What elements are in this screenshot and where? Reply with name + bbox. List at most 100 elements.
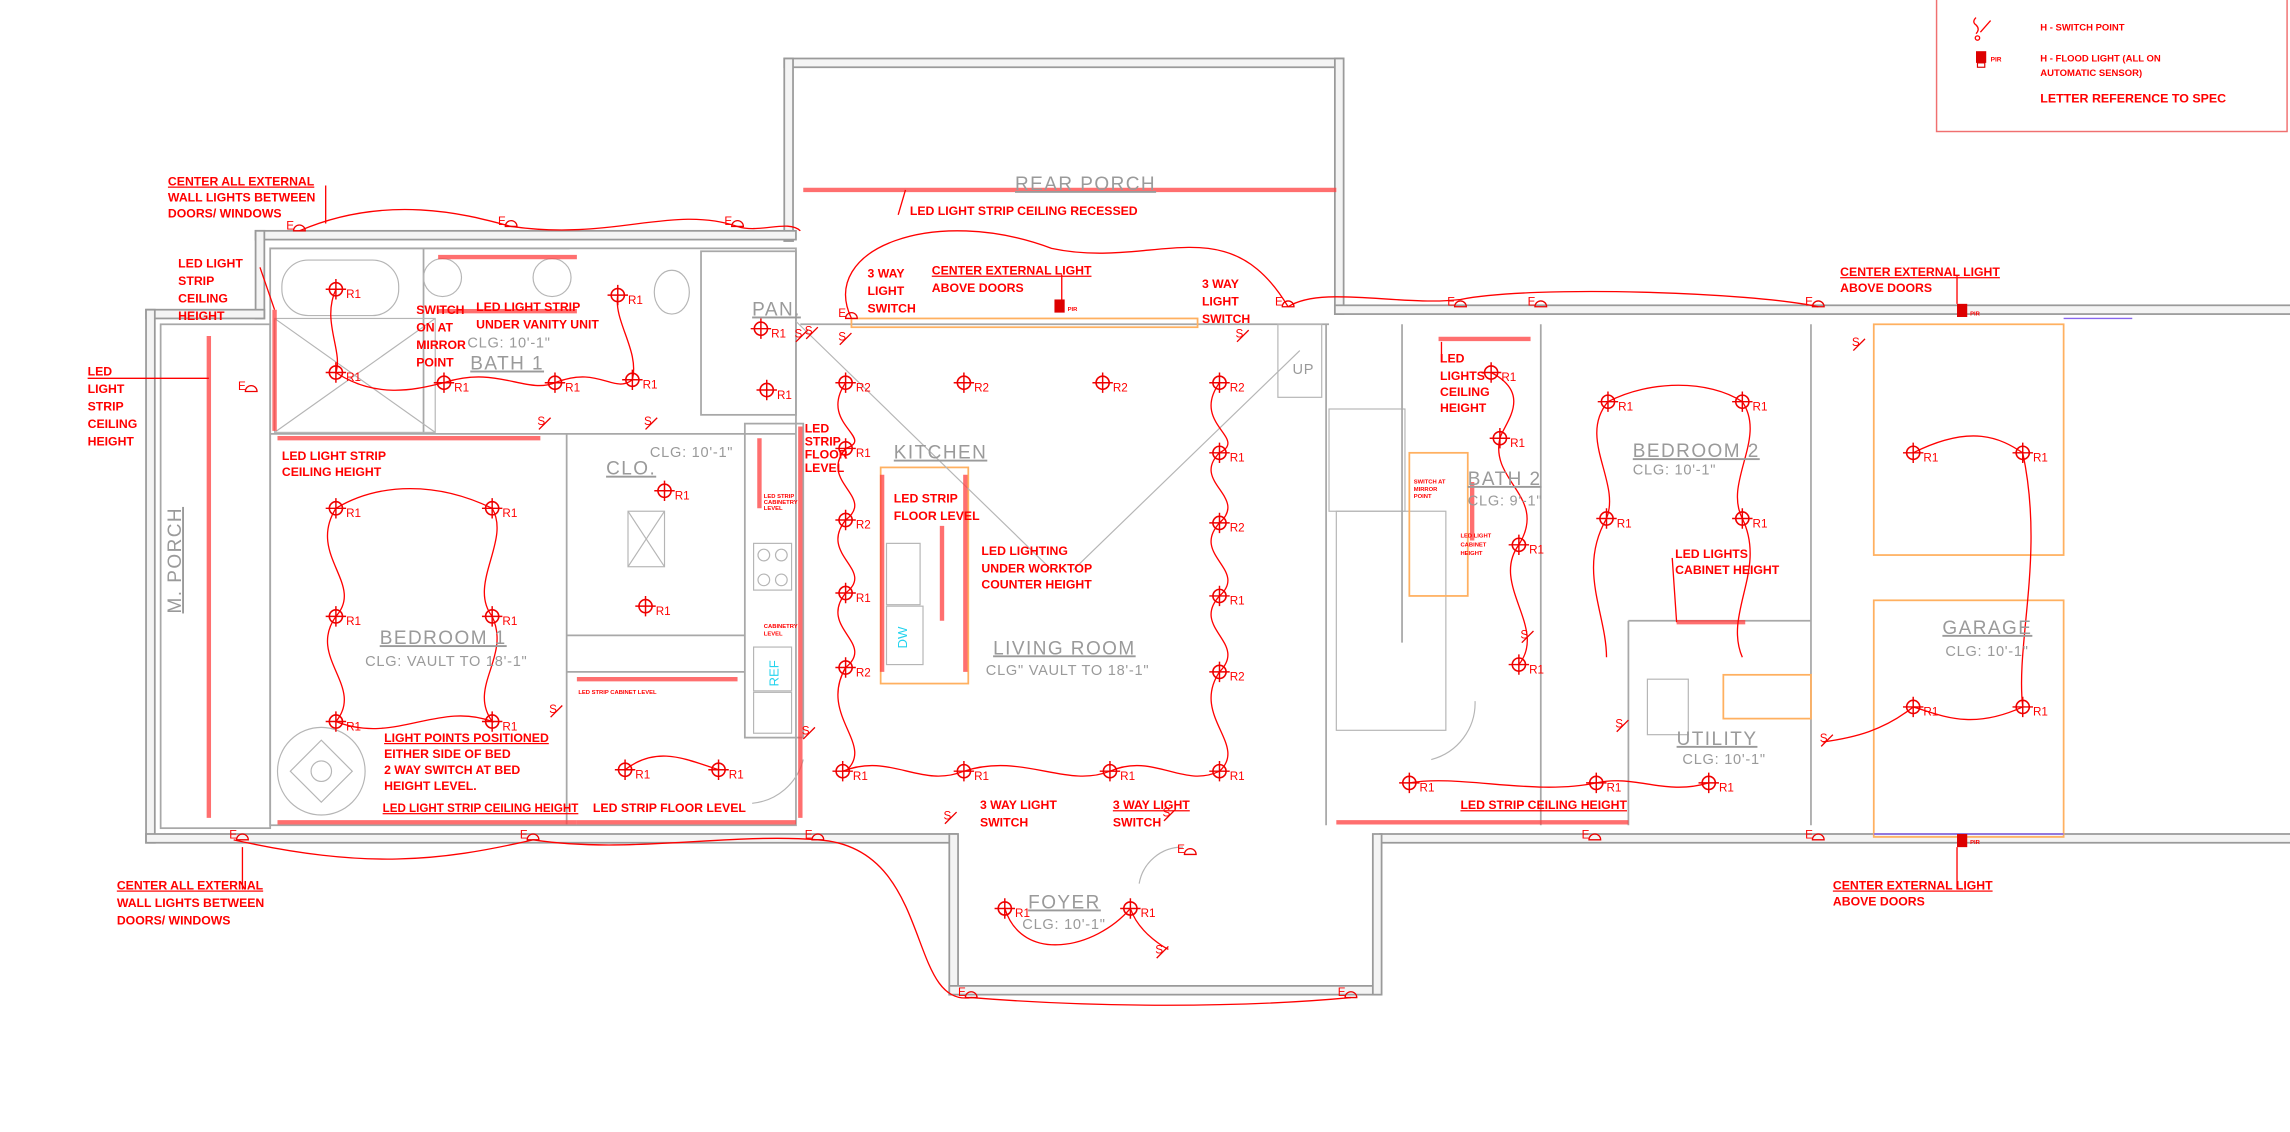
fixture-label: S (537, 415, 545, 428)
wall-light-icon (964, 991, 978, 999)
note-line: LIGHT POINTS POSITIONED (384, 731, 549, 745)
note-line: LED LIGHTS (1675, 547, 1748, 561)
switch-icon (1820, 734, 1834, 747)
switch-point: S (1155, 944, 1169, 959)
crosshair-icon (1120, 898, 1141, 919)
ceiling-light-r1: R1 (1597, 391, 1633, 413)
note-center-external-top: CENTER ALL EXTERNAL WALL LIGHTS BETWEEN … (168, 175, 316, 221)
note-line: WALL LIGHTS BETWEEN (117, 896, 265, 910)
ceiling-light-r1: R1 (622, 369, 658, 392)
legend-flood-light-1: H - FLOOD LIGHT (ALL ON (2040, 53, 2161, 64)
fixture-label: E (286, 219, 294, 232)
fixture-label: E (1447, 295, 1455, 308)
crosshair-icon (2012, 442, 2033, 464)
bedroom2-ceiling: CLG: 10'-1" (1633, 463, 1716, 479)
note-line: POINT (416, 356, 454, 370)
crosshair-icon (953, 760, 975, 782)
fixture-label: R1 (346, 288, 361, 301)
note-cabinet-level-small: LED STRIP CABINET LEVEL (578, 690, 657, 696)
ceiling-light-r1: R1 (481, 498, 517, 520)
ceiling-light-r1: R1 (325, 362, 361, 384)
note-line: UNDER WORKTOP (981, 562, 1092, 576)
bath1-ceiling: CLG: 10'-1" (467, 336, 550, 352)
switch-point: S (1852, 336, 1866, 352)
crosshair-icon (614, 759, 636, 780)
crosshair-icon (1480, 362, 1502, 383)
ceiling-light-r1: R1 (481, 606, 517, 628)
note-three-way-right: 3 WAY LIGHT SWITCH (1202, 277, 1250, 326)
crosshair-icon (1209, 661, 1230, 683)
note-cabinetry-strip: LED STRIP CABINETRY LEVEL CABINETRY LEVE… (764, 494, 798, 637)
note-center-above-doors-garage-bottom: CENTER EXTERNAL LIGHT ABOVE DOORS (1833, 878, 1993, 908)
ceiling-light-r2: R2 (835, 657, 871, 679)
fixture-label: S (1820, 732, 1828, 745)
ceiling-light-r1: R1 (544, 372, 580, 394)
switch-point: S (549, 703, 563, 718)
fixture-label: E (1177, 843, 1185, 856)
fixture-label: R2 (1113, 381, 1128, 394)
fixture-label: S (1236, 327, 1244, 340)
fixture-label: R1 (675, 490, 690, 503)
note-line: 3 WAY LIGHT (1113, 798, 1190, 812)
note-switch-mirror: SWITCH ON AT MIRROR POINT (416, 303, 466, 370)
interior-walls (159, 247, 2133, 884)
fixture-label: E (805, 828, 813, 841)
note-line: CABINET HEIGHT (1675, 563, 1780, 577)
switch-point: S (838, 330, 852, 346)
switch-icon (645, 417, 658, 430)
room-living: LIVING ROOM (993, 638, 1136, 659)
fixture-label: R1 (2033, 706, 2048, 719)
fixture-label: S (805, 325, 813, 338)
bedroom1-ceiling: CLG: VAULT TO 18'-1" (365, 654, 527, 670)
wall-light-icon (1534, 300, 1548, 308)
note-line: 2 WAY SWITCH AT BED (384, 763, 520, 777)
refrigerator-label: REF (766, 660, 781, 686)
note-line: HEIGHT (178, 309, 225, 323)
switch-icon (805, 326, 819, 340)
note-line: POINT (1414, 494, 1432, 500)
switch-icon (1521, 630, 1534, 644)
wall-light-icon (1344, 991, 1358, 999)
fixture-label: R1 (729, 768, 744, 781)
note-line: LED STRIP (764, 494, 795, 500)
flood-light-icon: PIR (1054, 299, 1078, 313)
switch-point: S (1163, 806, 1177, 822)
wall-light-icon (811, 833, 825, 841)
note-center-above-doors-rear: CENTER EXTERNAL LIGHT ABOVE DOORS (932, 264, 1092, 296)
crosshair-icon (1902, 696, 1924, 718)
crosshair-icon (2012, 696, 2033, 718)
fixture-label: R2 (1230, 671, 1245, 684)
fixture-label: R1 (502, 507, 517, 520)
fixture-label: R1 (1015, 907, 1030, 920)
note-line: LEVEL (805, 461, 845, 475)
wall-light-e: E (724, 215, 745, 228)
ceiling-light-r1: R1 (1209, 760, 1245, 783)
note-line: SWITCH (416, 303, 464, 317)
fixture-label: E (724, 215, 732, 228)
note-line: HEIGHT LEVEL. (384, 779, 477, 793)
room-bath2: BATH 2 (1468, 469, 1542, 490)
stairs-up-label: UP (1293, 362, 1315, 378)
note-line: ON AT (416, 321, 453, 335)
note-line: SWITCH AT (1414, 479, 1446, 485)
note-line: CENTER ALL EXTERNAL (117, 878, 264, 892)
note-line: SWITCH (1113, 816, 1161, 830)
wall-light-icon (844, 311, 858, 320)
fixture-label: R2 (1230, 522, 1245, 535)
crosshair-icon (1399, 772, 1420, 794)
note-line: CENTER EXTERNAL LIGHT (1840, 265, 2000, 279)
crosshair-icon (635, 595, 656, 617)
fixture-label: E (1338, 986, 1346, 999)
note-bath2-ceiling: LED LIGHTS CEILING HEIGHT (1440, 351, 1490, 415)
annotations: CENTER ALL EXTERNAL WALL LIGHTS BETWEEN … (88, 175, 2001, 928)
note-line: DOORS/ WINDOWS (117, 914, 231, 928)
ceiling-light-r1: R1 (325, 279, 361, 301)
fixture-label: R1 (1230, 770, 1245, 783)
ceiling-light-r2: R2 (953, 372, 989, 394)
room-pantry: PAN. (752, 300, 801, 321)
ceiling-light-r1: R1 (1099, 760, 1135, 783)
note-line: LED LIGHT STRIP (476, 300, 580, 314)
note-line: LEVEL (764, 506, 783, 512)
fixture-label: S (1615, 717, 1623, 730)
ceiling-light-r1: R1 (1732, 391, 1767, 413)
